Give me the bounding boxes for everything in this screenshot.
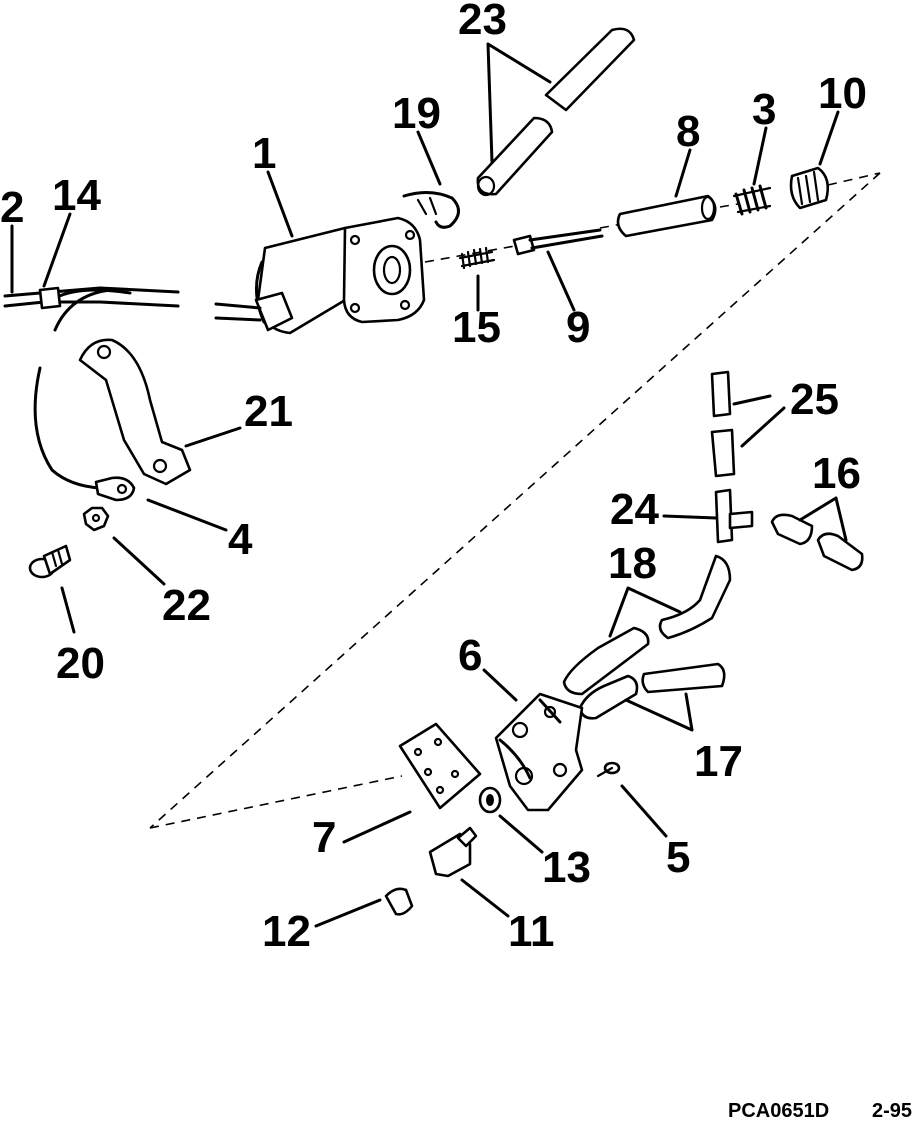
callout-5: 5 — [666, 833, 690, 882]
part-25-hose-pieces — [710, 370, 736, 478]
part-7-diaphragm-plate — [398, 722, 482, 810]
callout-3: 3 — [752, 85, 776, 134]
part-6-pump-body — [494, 692, 584, 812]
callout-15: 15 — [452, 303, 501, 352]
callout-24: 24 — [610, 485, 659, 534]
callout-23: 23 — [458, 0, 507, 44]
part-20-screw — [28, 544, 72, 579]
part-4-ground-wire — [33, 366, 136, 502]
part-1-body — [214, 216, 426, 335]
leader-lines — [10, 42, 848, 928]
part-24-tee-fitting — [714, 488, 754, 544]
callout-labels: 1 2 14 19 23 15 9 8 3 10 21 4 22 20 25 2… — [0, 0, 867, 956]
part-23-hoses — [476, 27, 636, 197]
callout-14: 14 — [52, 171, 101, 220]
part-17-hoses — [578, 662, 726, 720]
callout-9: 9 — [566, 303, 590, 352]
callout-2: 2 — [0, 183, 24, 232]
callout-13: 13 — [542, 843, 591, 892]
part-15-spring — [458, 246, 496, 270]
part-18-hoses — [562, 554, 732, 696]
callout-1: 1 — [252, 129, 276, 178]
callout-20: 20 — [56, 639, 105, 688]
part-5-screw — [596, 761, 621, 778]
callout-7: 7 — [312, 813, 336, 862]
callout-12: 12 — [262, 907, 311, 956]
part-12-filter — [384, 887, 414, 916]
footer: PCA0651D 2-95 — [728, 1100, 912, 1122]
callout-8: 8 — [676, 107, 700, 156]
callout-21: 21 — [244, 387, 293, 436]
page-number: 2-95 — [872, 1100, 912, 1122]
callout-6: 6 — [458, 631, 482, 680]
callout-18: 18 — [608, 539, 657, 588]
callout-22: 22 — [162, 581, 211, 630]
part-13-o-ring — [478, 786, 502, 814]
callout-4: 4 — [228, 515, 253, 564]
part-16-hoses — [770, 513, 864, 572]
callout-16: 16 — [812, 449, 861, 498]
alignment-dashed-lines — [149, 172, 881, 829]
callout-10: 10 — [818, 69, 867, 118]
callout-11: 11 — [508, 907, 555, 956]
callout-25: 25 — [790, 375, 839, 424]
part-10-cap-nut — [789, 166, 830, 210]
part-2-14-wires — [3, 286, 180, 332]
callout-19: 19 — [392, 89, 441, 138]
part-22-washer — [82, 506, 110, 532]
part-9-rod — [512, 228, 604, 256]
part-8-sleeve — [616, 194, 717, 238]
part-19-clip — [402, 191, 460, 229]
part-3-spring — [732, 184, 772, 216]
callout-17: 17 — [694, 737, 743, 786]
part-21-bracket — [78, 338, 192, 486]
figure-code: PCA0651D — [728, 1100, 829, 1122]
part-11-fitting — [428, 826, 478, 878]
